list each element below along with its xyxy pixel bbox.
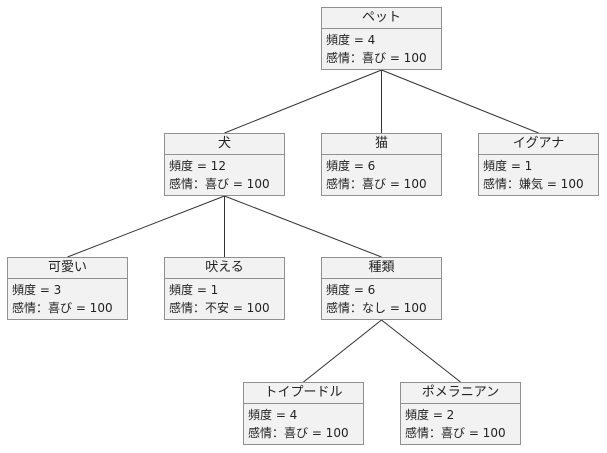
- node-attributes: 頻度 = 2 感情：喜び = 100: [401, 404, 520, 442]
- node-title: 種類: [322, 258, 441, 279]
- frequency-text: 頻度 = 1: [169, 283, 219, 297]
- node-title: イグアナ: [479, 134, 598, 155]
- edge-breed-pomeranian: [381, 319, 461, 383]
- node-title: 猫: [322, 134, 441, 155]
- node-title: 可愛い: [8, 258, 127, 279]
- edge-breed-toypoodle: [303, 319, 382, 383]
- frequency-text: 頻度 = 12: [169, 159, 226, 173]
- node-attributes: 頻度 = 3 感情：喜び = 100: [8, 279, 127, 317]
- node-dog: 犬 頻度 = 12 感情：喜び = 100: [164, 133, 285, 196]
- frequency-text: 頻度 = 3: [12, 283, 62, 297]
- node-pet: ペット 頻度 = 4 感情：喜び = 100: [321, 7, 442, 70]
- emotion-text: 感情：喜び = 100: [12, 301, 113, 315]
- node-attributes: 頻度 = 4 感情：喜び = 100: [322, 29, 441, 67]
- edge-pet-dog: [224, 69, 382, 134]
- frequency-text: 頻度 = 1: [483, 159, 533, 173]
- node-title: ポメラニアン: [401, 383, 520, 404]
- frequency-text: 頻度 = 6: [326, 283, 376, 297]
- node-title: ペット: [322, 8, 441, 29]
- node-attributes: 頻度 = 6 感情：なし = 100: [322, 279, 441, 317]
- node-iguana: イグアナ 頻度 = 1 感情：嫌気 = 100: [478, 133, 599, 196]
- node-bark: 吠える 頻度 = 1 感情：不安 = 100: [164, 257, 285, 320]
- node-cute: 可愛い 頻度 = 3 感情：喜び = 100: [7, 257, 128, 320]
- frequency-text: 頻度 = 2: [405, 408, 455, 422]
- emotion-text: 感情：喜び = 100: [169, 177, 270, 191]
- node-title: 吠える: [165, 258, 284, 279]
- node-pomeranian: ポメラニアン 頻度 = 2 感情：喜び = 100: [400, 382, 521, 445]
- node-attributes: 頻度 = 12 感情：喜び = 100: [165, 155, 284, 193]
- emotion-text: 感情：なし = 100: [326, 301, 427, 315]
- emotion-text: 感情：喜び = 100: [326, 51, 427, 65]
- emotion-text: 感情：不安 = 100: [169, 301, 270, 315]
- node-attributes: 頻度 = 1 感情：嫌気 = 100: [479, 155, 598, 193]
- frequency-text: 頻度 = 6: [326, 159, 376, 173]
- emotion-text: 感情：喜び = 100: [326, 177, 427, 191]
- emotion-text: 感情：嫌気 = 100: [483, 177, 584, 191]
- frequency-text: 頻度 = 4: [248, 408, 298, 422]
- node-attributes: 頻度 = 1 感情：不安 = 100: [165, 279, 284, 317]
- node-title: 犬: [165, 134, 284, 155]
- edge-dog-breed: [224, 195, 382, 258]
- edge-dog-cute: [67, 195, 225, 258]
- node-attributes: 頻度 = 4 感情：喜び = 100: [244, 404, 363, 442]
- node-breed: 種類 頻度 = 6 感情：なし = 100: [321, 257, 442, 320]
- frequency-text: 頻度 = 4: [326, 33, 376, 47]
- node-toypoodle: トイプードル 頻度 = 4 感情：喜び = 100: [243, 382, 364, 445]
- node-attributes: 頻度 = 6 感情：喜び = 100: [322, 155, 441, 193]
- node-cat: 猫 頻度 = 6 感情：喜び = 100: [321, 133, 442, 196]
- emotion-text: 感情：喜び = 100: [405, 426, 506, 440]
- node-title: トイプードル: [244, 383, 363, 404]
- edge-pet-iguana: [381, 69, 539, 134]
- emotion-text: 感情：喜び = 100: [248, 426, 349, 440]
